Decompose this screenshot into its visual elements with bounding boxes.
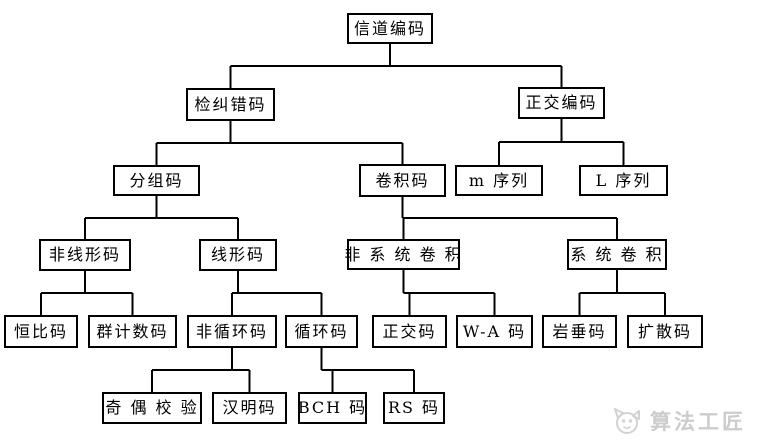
watermark-logo-icon	[614, 408, 640, 434]
node-bch-code: BCH 码	[298, 392, 367, 424]
node-hamming-code: 汉明码	[212, 392, 287, 424]
node-linear-code: 线形码	[199, 239, 277, 271]
node-parity-check: 奇 偶 校 验	[102, 392, 202, 424]
node-orthogonal-coding: 正交编码	[518, 87, 605, 119]
node-nonsystematic-convolution: 非 系 统 卷 积	[344, 239, 461, 270]
node-constant-ratio-code: 恒比码	[4, 315, 78, 348]
node-channel-coding: 信道编码	[347, 13, 433, 44]
node-nonlinear-code: 非线形码	[39, 239, 131, 271]
node-convolutional-code: 卷积码	[359, 164, 446, 197]
node-systematic-convolution: 系 统 卷 积	[567, 239, 667, 270]
node-w-a-code: W-A 码	[456, 315, 533, 348]
watermark: 算法工匠	[611, 406, 746, 436]
node-group-counting-code: 群计数码	[88, 315, 177, 348]
node-orthogonal-code: 正交码	[372, 315, 447, 348]
node-error-detect-correct-code: 检纠错码	[186, 88, 275, 121]
node-rs-code: RS 码	[383, 392, 445, 424]
node-iwadare-code: 岩垂码	[542, 315, 617, 348]
node-l-sequence: L 序列	[579, 165, 668, 196]
watermark-text: 算法工匠	[650, 410, 746, 434]
node-cyclic-code: 循环码	[285, 315, 358, 348]
node-m-sequence: m 序列	[455, 165, 543, 196]
node-diffusion-code: 扩散码	[627, 315, 703, 348]
node-noncyclic-code: 非循环码	[187, 315, 277, 348]
node-block-code: 分组码	[113, 165, 200, 196]
